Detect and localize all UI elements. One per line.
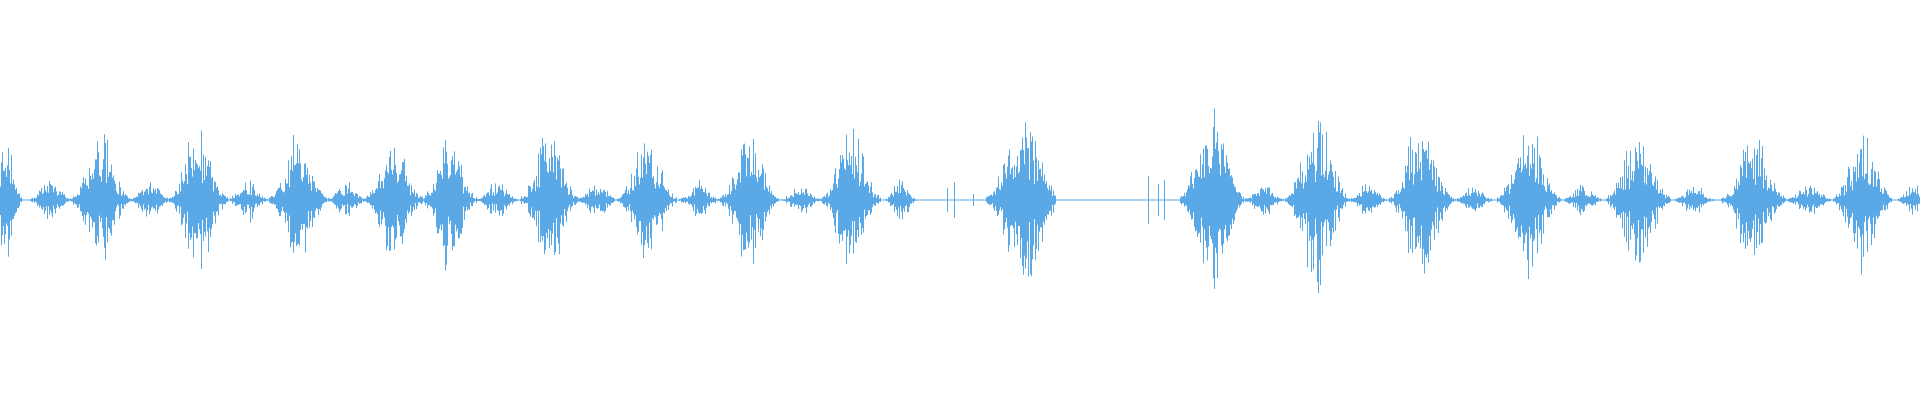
waveform-bars bbox=[0, 108, 1920, 294]
